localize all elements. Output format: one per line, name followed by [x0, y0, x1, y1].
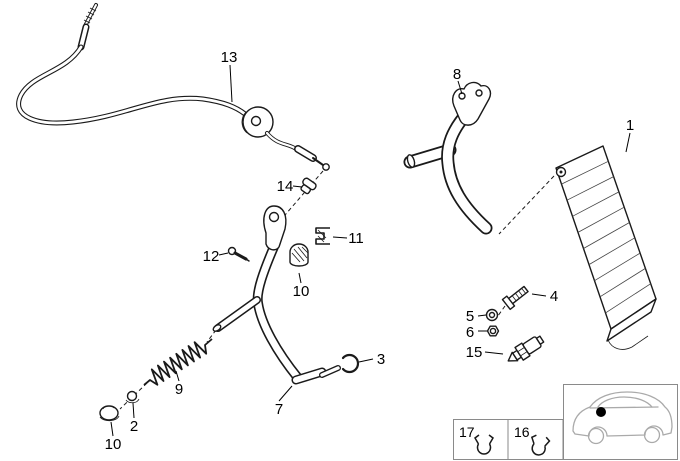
nut-part — [486, 325, 500, 337]
callout-15[interactable]: 15 — [466, 344, 483, 361]
leader-lines — [110, 64, 631, 437]
callout-12[interactable]: 12 — [203, 248, 220, 265]
callout-3[interactable]: 3 — [377, 351, 385, 368]
clip-part — [315, 227, 330, 245]
callout-2[interactable]: 2 — [130, 418, 138, 435]
callout-7[interactable]: 7 — [275, 401, 283, 418]
callout-5[interactable]: 5 — [466, 308, 474, 325]
cable-grommet-part — [300, 177, 317, 195]
washer-part — [485, 308, 499, 322]
bushing-part-small — [125, 390, 140, 404]
callout-6[interactable]: 6 — [466, 324, 474, 341]
location-marker-dot — [596, 407, 606, 417]
bolt-part — [501, 285, 529, 311]
bushing-part-upper — [289, 243, 309, 267]
pedal-ribs — [561, 160, 651, 314]
callout-10a[interactable]: 10 — [293, 283, 310, 300]
callout-9[interactable]: 9 — [175, 381, 183, 398]
c-clip-part — [319, 353, 360, 378]
car-location-inset — [563, 384, 678, 460]
callout-14[interactable]: 14 — [277, 178, 294, 195]
callout-10b[interactable]: 10 — [105, 436, 122, 453]
callout-4[interactable]: 4 — [550, 288, 558, 305]
callout-1[interactable]: 1 — [626, 117, 634, 134]
clip-box-16 — [507, 419, 564, 460]
bushing-part-lower — [99, 405, 120, 422]
return-spring-part — [143, 338, 213, 386]
accelerator-pedal-part — [555, 145, 657, 350]
callout-17[interactable]: 17 — [459, 424, 475, 440]
stop-buffer-part — [507, 335, 545, 362]
operating-lever-part — [212, 205, 327, 385]
callout-16[interactable]: 16 — [514, 424, 530, 440]
assembly-axis-lines — [119, 170, 555, 410]
clip-16-icon — [530, 434, 551, 456]
pedal-lever-part — [403, 81, 493, 235]
screw-part — [227, 246, 250, 262]
callout-8[interactable]: 8 — [453, 66, 461, 83]
clip-17-icon — [474, 434, 494, 455]
throttle-cable-part — [16, 3, 330, 171]
callout-13[interactable]: 13 — [221, 49, 238, 66]
car-silhouette — [572, 391, 673, 445]
callout-11[interactable]: 11 — [348, 230, 364, 247]
